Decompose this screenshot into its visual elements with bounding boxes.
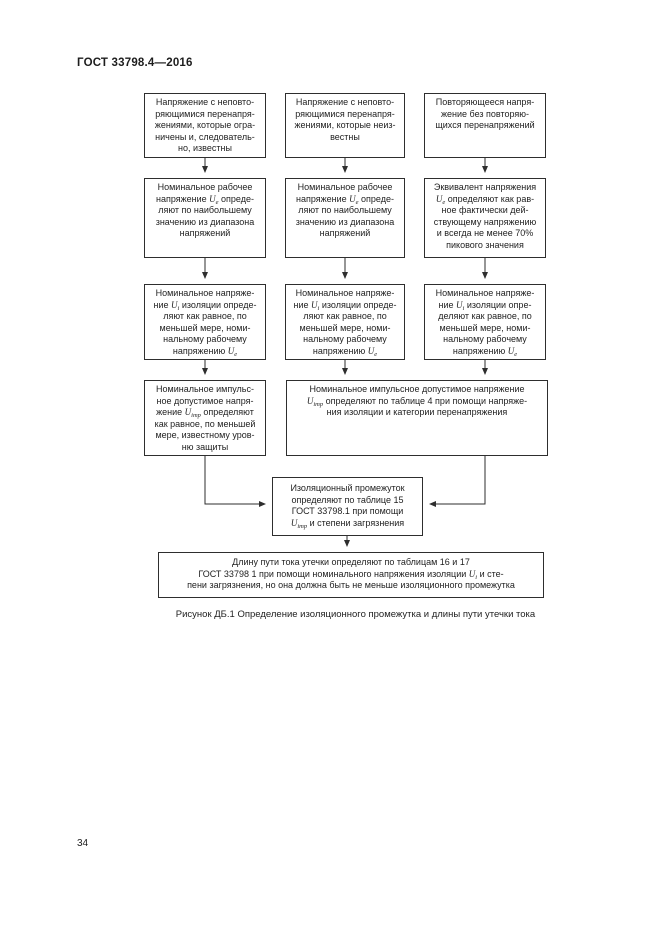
box-voltage-recurring: Повторяющееся напря-жение без повторяю-щ… bbox=[424, 93, 546, 158]
document-header: ГОСТ 33798.4—2016 bbox=[77, 57, 193, 69]
box-insulation-voltage-col3: Номинальное напряже-ние Ui изоляции опре… bbox=[424, 284, 546, 360]
box-impulse-voltage-protection: Номинальное импульс-ное допустимое напря… bbox=[144, 380, 266, 456]
arrow-table4-to-clearance bbox=[429, 456, 486, 507]
box-voltage-nonrecurring-limited: Напряжение с неповто-ряющимися перенапря… bbox=[144, 93, 266, 158]
box-voltage-nonrecurring-unknown: Напряжение с неповто-ряющимися перенапря… bbox=[285, 93, 405, 158]
figure-caption: Рисунок ДБ.1 Определение изоляционного п… bbox=[175, 609, 536, 620]
arrow-impulse-to-clearance bbox=[204, 456, 266, 507]
box-impulse-voltage-table4: Номинальное импульсное допустимое напряж… bbox=[286, 380, 548, 456]
page-number: 34 bbox=[77, 838, 89, 849]
box-creepage: Длину пути тока утечки определяют по таб… bbox=[158, 552, 544, 598]
box-insulation-voltage-col1: Номинальное напряже-ние Ui изоляции опре… bbox=[144, 284, 266, 360]
box-insulation-voltage-col2: Номинальное напряже-ние Ui изоляции опре… bbox=[285, 284, 405, 360]
